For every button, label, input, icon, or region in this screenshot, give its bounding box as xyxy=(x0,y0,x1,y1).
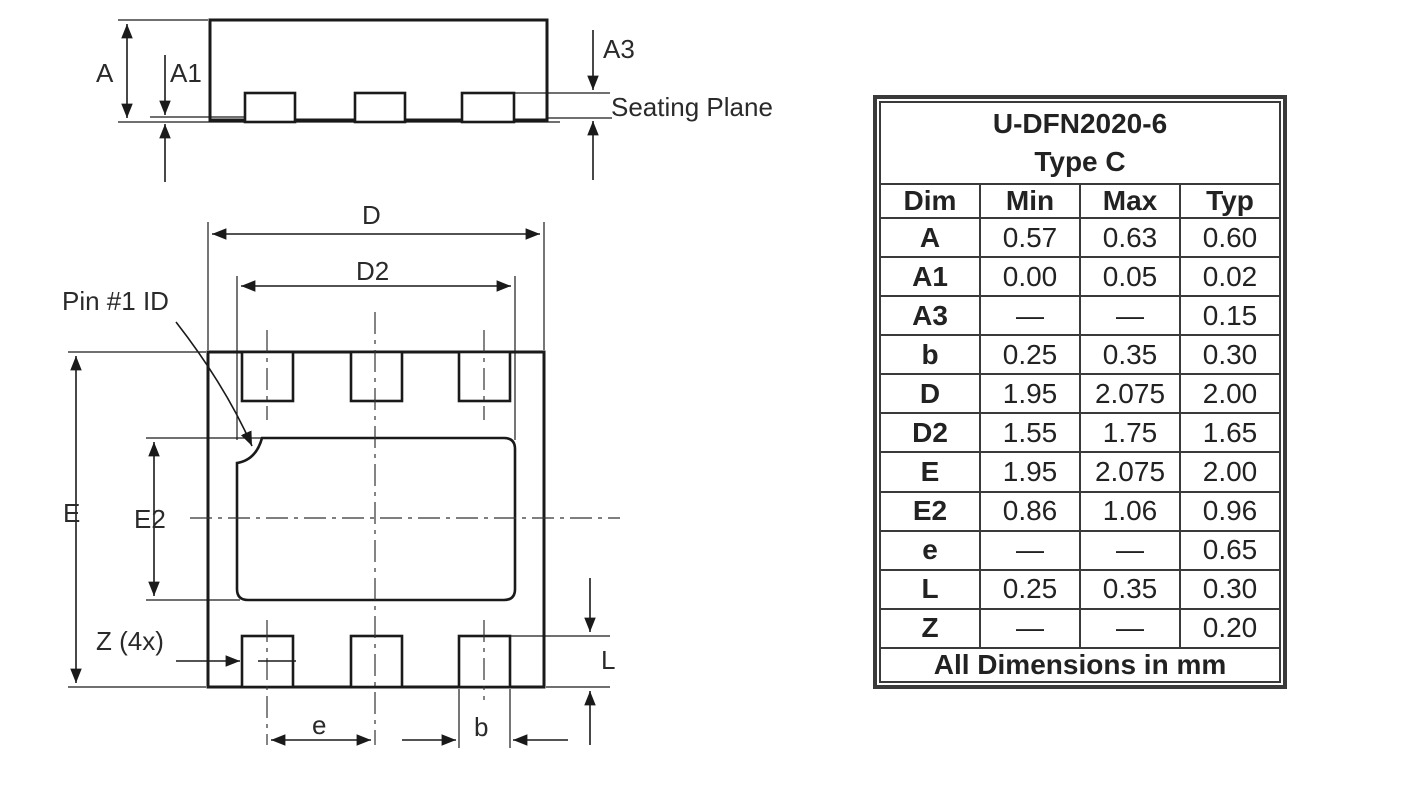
cell-max: 0.35 xyxy=(1079,334,1181,376)
cell-min: 0.86 xyxy=(979,490,1081,532)
cell-max: 2.075 xyxy=(1079,451,1181,493)
label-b: b xyxy=(474,712,488,742)
table-title: U-DFN2020-6 Type C xyxy=(879,101,1281,185)
table-title-line1: U-DFN2020-6 xyxy=(992,108,1168,139)
table-footer-row: All Dimensions in mm xyxy=(879,647,1281,683)
cell-min: 1.55 xyxy=(979,412,1081,454)
label-e: e xyxy=(312,710,326,740)
cell-dim: D2 xyxy=(879,412,981,454)
cell-typ: 0.60 xyxy=(1179,216,1281,259)
side-pad-2 xyxy=(353,91,407,124)
cell-typ: 0.02 xyxy=(1179,256,1281,298)
cell-typ: 0.15 xyxy=(1179,295,1281,337)
cell-min: 0.25 xyxy=(979,334,1081,376)
cell-min: — xyxy=(979,295,1081,337)
label-Z: Z (4x) xyxy=(96,626,164,656)
cell-dim: A1 xyxy=(879,256,981,298)
cell-dim: E xyxy=(879,451,981,493)
header-min: Min xyxy=(979,183,1081,219)
cell-dim: A3 xyxy=(879,295,981,337)
cell-max: — xyxy=(1079,295,1181,337)
header-max: Max xyxy=(1079,183,1181,219)
label-seating-plane: Seating Plane xyxy=(611,92,773,122)
table-footer: All Dimensions in mm xyxy=(879,647,1281,683)
cell-max: 2.075 xyxy=(1079,373,1181,415)
label-A3: A3 xyxy=(603,34,635,64)
bottom-view: D D2 Pin #1 ID E E2 Z (4x) L e xyxy=(62,200,620,748)
cell-min: 0.57 xyxy=(979,216,1081,259)
label-E2: E2 xyxy=(134,504,166,534)
cell-min: 0.00 xyxy=(979,256,1081,298)
cell-dim: D xyxy=(879,373,981,415)
table-row: A3——0.15 xyxy=(879,295,1281,337)
cell-max: 0.05 xyxy=(1079,256,1181,298)
label-E: E xyxy=(63,498,80,528)
cell-typ: 1.65 xyxy=(1179,412,1281,454)
cell-typ: 2.00 xyxy=(1179,373,1281,415)
package-drawing: A A1 A3 Seating Plane D xyxy=(62,18,773,748)
label-A: A xyxy=(96,58,114,88)
cell-typ: 0.30 xyxy=(1179,568,1281,610)
table-row: Z——0.20 xyxy=(879,607,1281,650)
cell-dim: A xyxy=(879,216,981,259)
cell-dim: L xyxy=(879,568,981,610)
cell-typ: 0.30 xyxy=(1179,334,1281,376)
table-header-row: Dim Min Max Typ xyxy=(879,183,1281,219)
header-typ: Typ xyxy=(1179,183,1281,219)
cell-min: — xyxy=(979,529,1081,571)
table-row: e——0.65 xyxy=(879,529,1281,571)
pin1-leader-arrow xyxy=(175,321,253,447)
cell-min: — xyxy=(979,607,1081,650)
table-title-line2: Type C xyxy=(1034,146,1126,177)
cell-typ: 2.00 xyxy=(1179,451,1281,493)
bottom-pad-bottom-2 xyxy=(349,634,404,689)
cell-min: 1.95 xyxy=(979,373,1081,415)
label-L: L xyxy=(601,645,615,675)
cell-max: — xyxy=(1079,529,1181,571)
table-title-row: U-DFN2020-6 Type C xyxy=(879,101,1281,185)
cell-max: — xyxy=(1079,607,1181,650)
label-D2: D2 xyxy=(356,256,389,286)
cell-max: 0.63 xyxy=(1079,216,1181,259)
label-A1: A1 xyxy=(170,58,202,88)
cell-dim: Z xyxy=(879,607,981,650)
cell-min: 0.25 xyxy=(979,568,1081,610)
exposed-pad xyxy=(235,436,517,602)
cell-dim: E2 xyxy=(879,490,981,532)
side-view: A A1 A3 Seating Plane xyxy=(96,18,773,182)
bottom-pad-top-2 xyxy=(349,350,404,403)
cell-max: 0.35 xyxy=(1079,568,1181,610)
cell-max: 1.75 xyxy=(1079,412,1181,454)
header-dim: Dim xyxy=(879,183,981,219)
cell-max: 1.06 xyxy=(1079,490,1181,532)
label-pin1-id: Pin #1 ID xyxy=(62,286,169,316)
cell-typ: 0.20 xyxy=(1179,607,1281,650)
side-pad-3 xyxy=(460,91,516,124)
side-pad-1 xyxy=(243,91,297,124)
cell-dim: e xyxy=(879,529,981,571)
cell-typ: 0.96 xyxy=(1179,490,1281,532)
cell-min: 1.95 xyxy=(979,451,1081,493)
label-D: D xyxy=(362,200,381,230)
cell-typ: 0.65 xyxy=(1179,529,1281,571)
cell-dim: b xyxy=(879,334,981,376)
